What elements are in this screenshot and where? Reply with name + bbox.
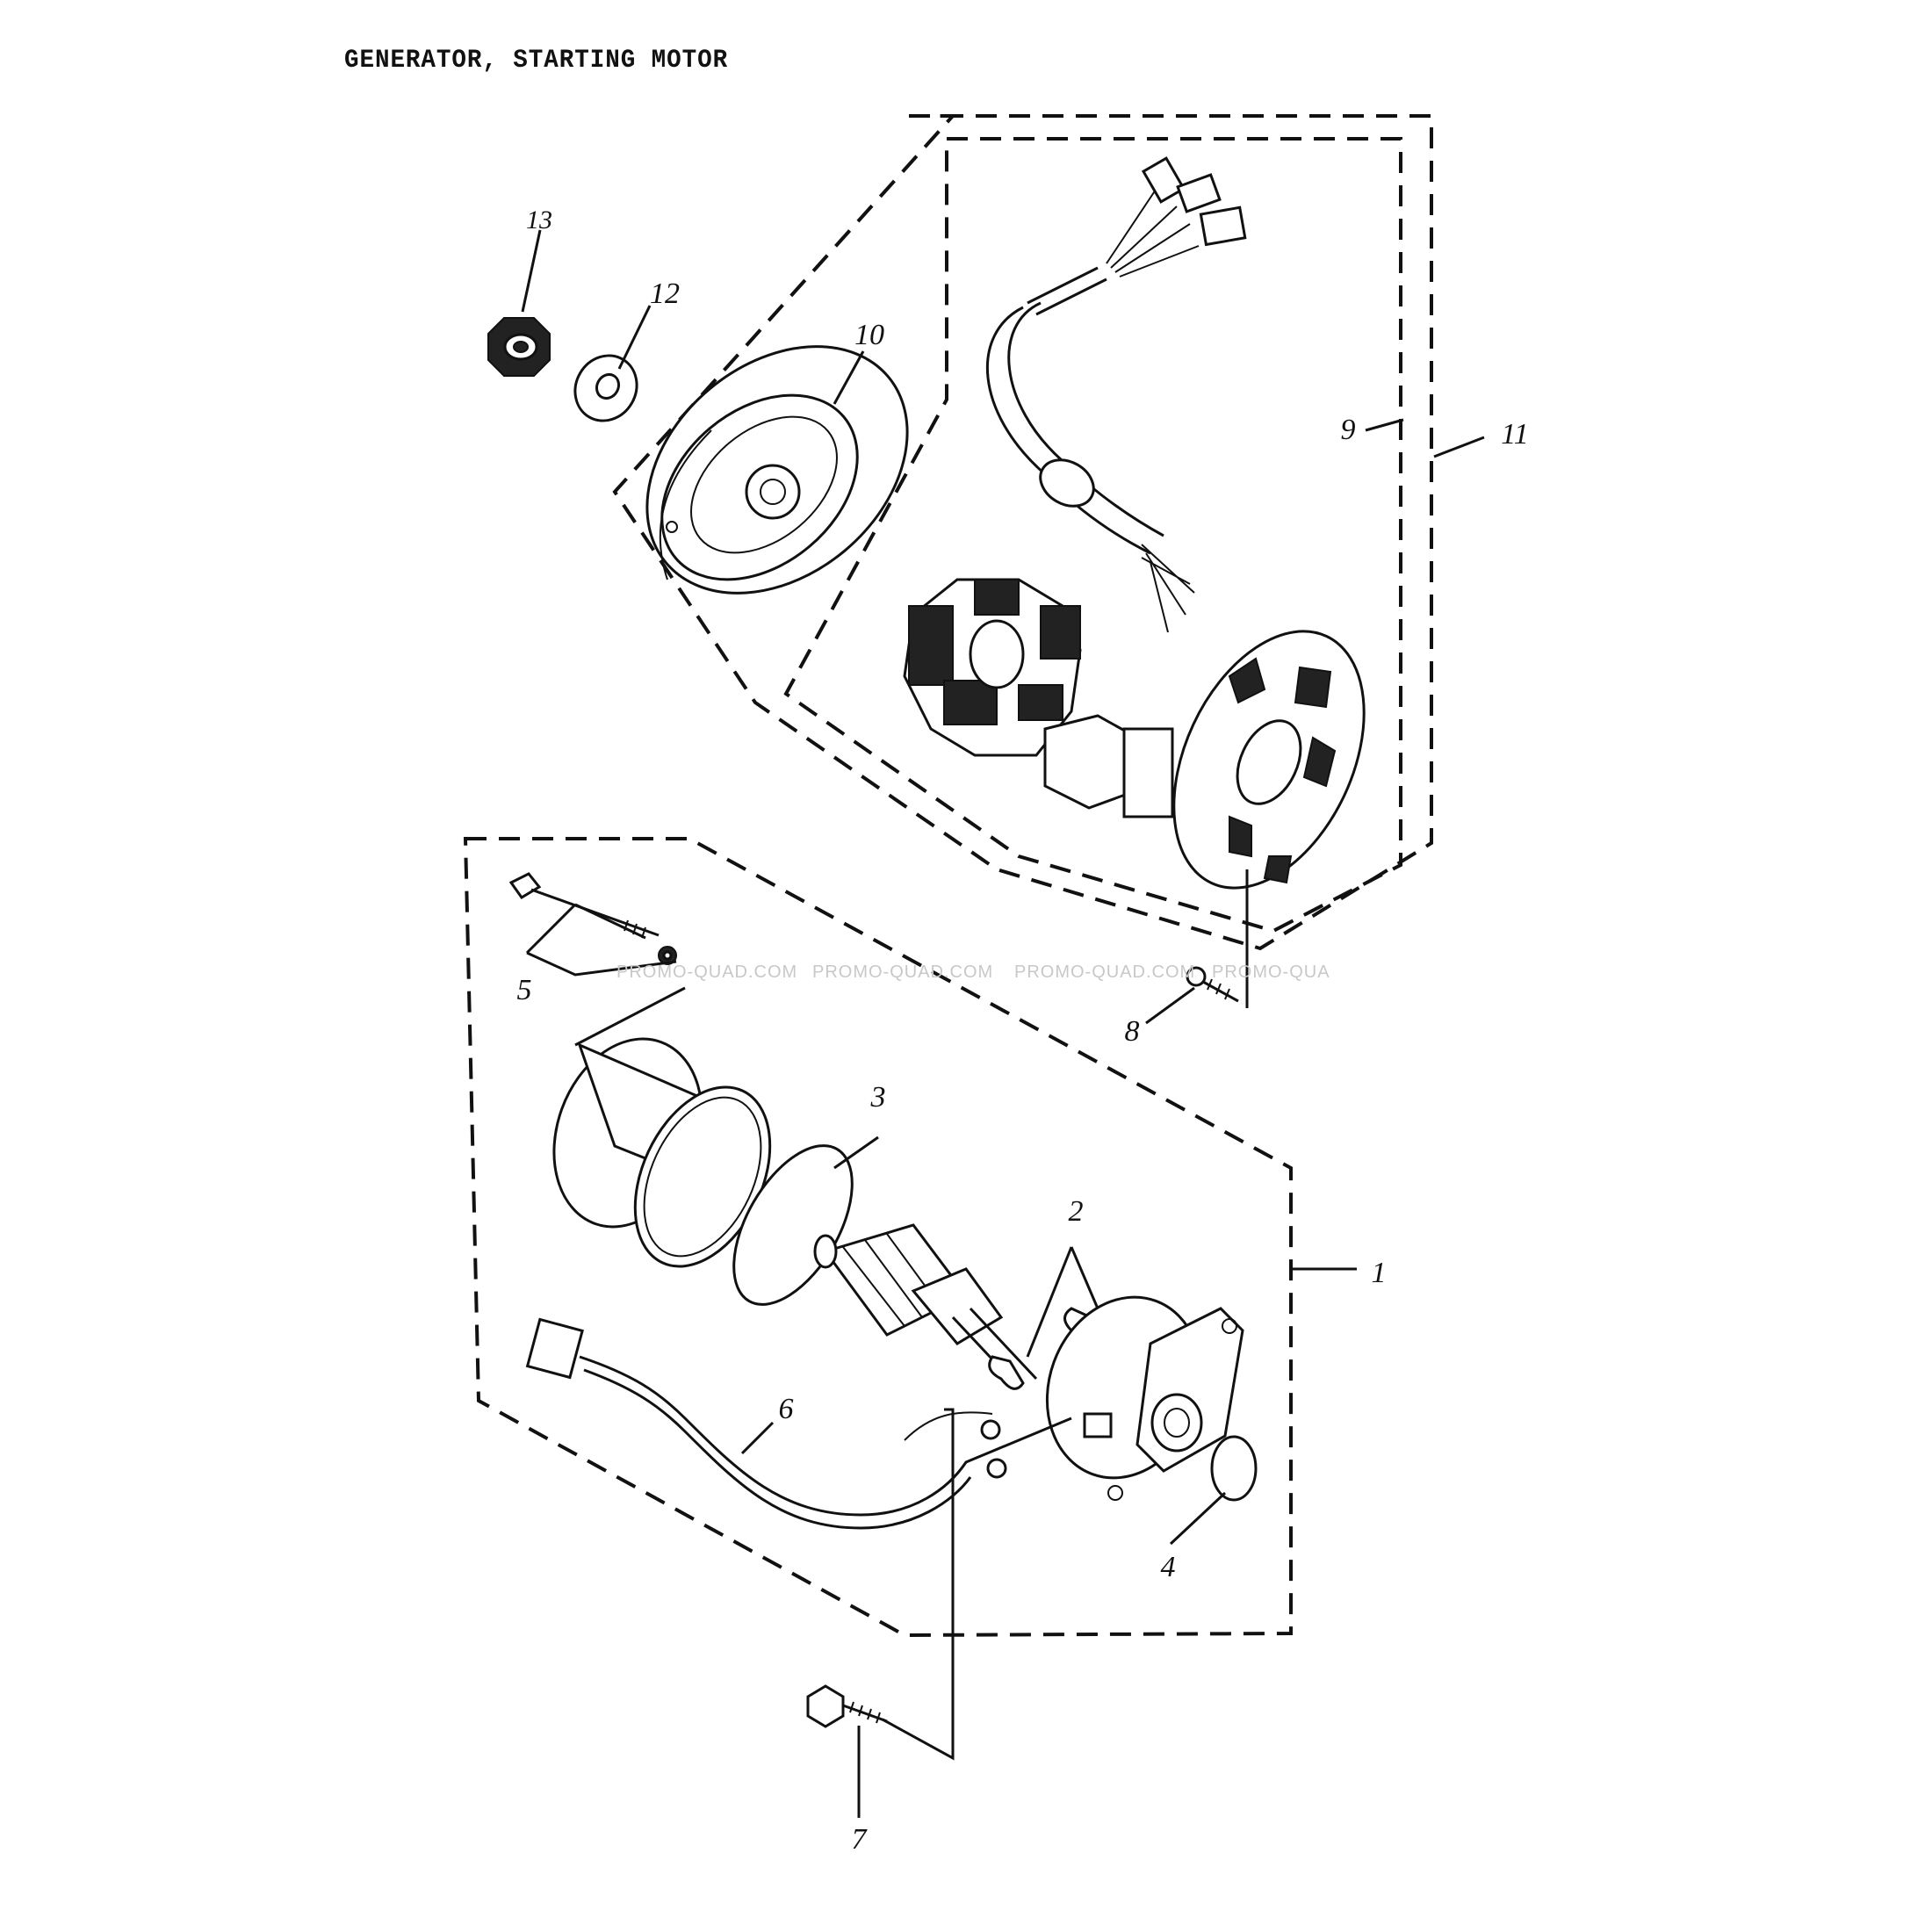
leader-5 (525, 903, 677, 977)
leader-3 (833, 1135, 879, 1170)
screw-part (1186, 966, 1239, 1003)
callout-5: 5 (517, 974, 532, 1006)
stator-part (903, 156, 1247, 757)
callout-12: 12 (650, 278, 680, 310)
watermark-4: PROMO-QUA (1212, 962, 1330, 982)
guide-motor (574, 986, 686, 1047)
generator-assembly-boundary (612, 114, 1433, 951)
bolt-part (806, 1684, 888, 1728)
leader-10 (833, 350, 865, 405)
leader-11 (1433, 436, 1485, 458)
leader-12 (617, 305, 652, 370)
callout-8: 8 (1125, 1015, 1140, 1048)
callout-3: 3 (870, 1081, 886, 1114)
armature-part (813, 1223, 1038, 1389)
callout-1: 1 (1372, 1257, 1387, 1289)
watermark-2: PROMO-QUAD.COM (812, 962, 993, 982)
callout-4: 4 (1161, 1551, 1176, 1583)
callout-10: 10 (854, 319, 884, 351)
page-title: GENERATOR, STARTING MOTOR (344, 46, 729, 76)
callout-9: 9 (1341, 414, 1356, 446)
stator-base-plate-part (1043, 630, 1366, 890)
motor-end-cover-part (1045, 1295, 1244, 1501)
leader-4 (1169, 1491, 1227, 1546)
leader-6 (740, 1421, 775, 1455)
motor-lead-wire-part (525, 1317, 1072, 1530)
starting-motor-boundary (463, 837, 1293, 1638)
leader-2 (1026, 1246, 1099, 1358)
callout-11: 11 (1501, 418, 1528, 451)
callout-7: 7 (852, 1823, 869, 1856)
watermark-1: PROMO-QUAD.COM (616, 962, 797, 982)
callout-13: 13 (526, 205, 552, 234)
motor-yoke-part (552, 1037, 772, 1268)
watermark-3: PROMO-QUAD.COM (1014, 962, 1195, 982)
leader-8 (1145, 986, 1195, 1025)
o-ring-small-part (1210, 1435, 1258, 1502)
callout-2: 2 (1069, 1195, 1084, 1228)
nut-part (487, 317, 551, 377)
washer-part (573, 354, 638, 422)
leader-13 (521, 229, 542, 313)
guide-bolt-7 (882, 1408, 955, 1761)
leader-9 (1365, 418, 1404, 432)
callout-6: 6 (779, 1393, 794, 1425)
flywheel-rotor-part (645, 345, 909, 595)
stator-group-boundary (783, 137, 1402, 934)
bolt-and-washer-part (508, 872, 677, 965)
